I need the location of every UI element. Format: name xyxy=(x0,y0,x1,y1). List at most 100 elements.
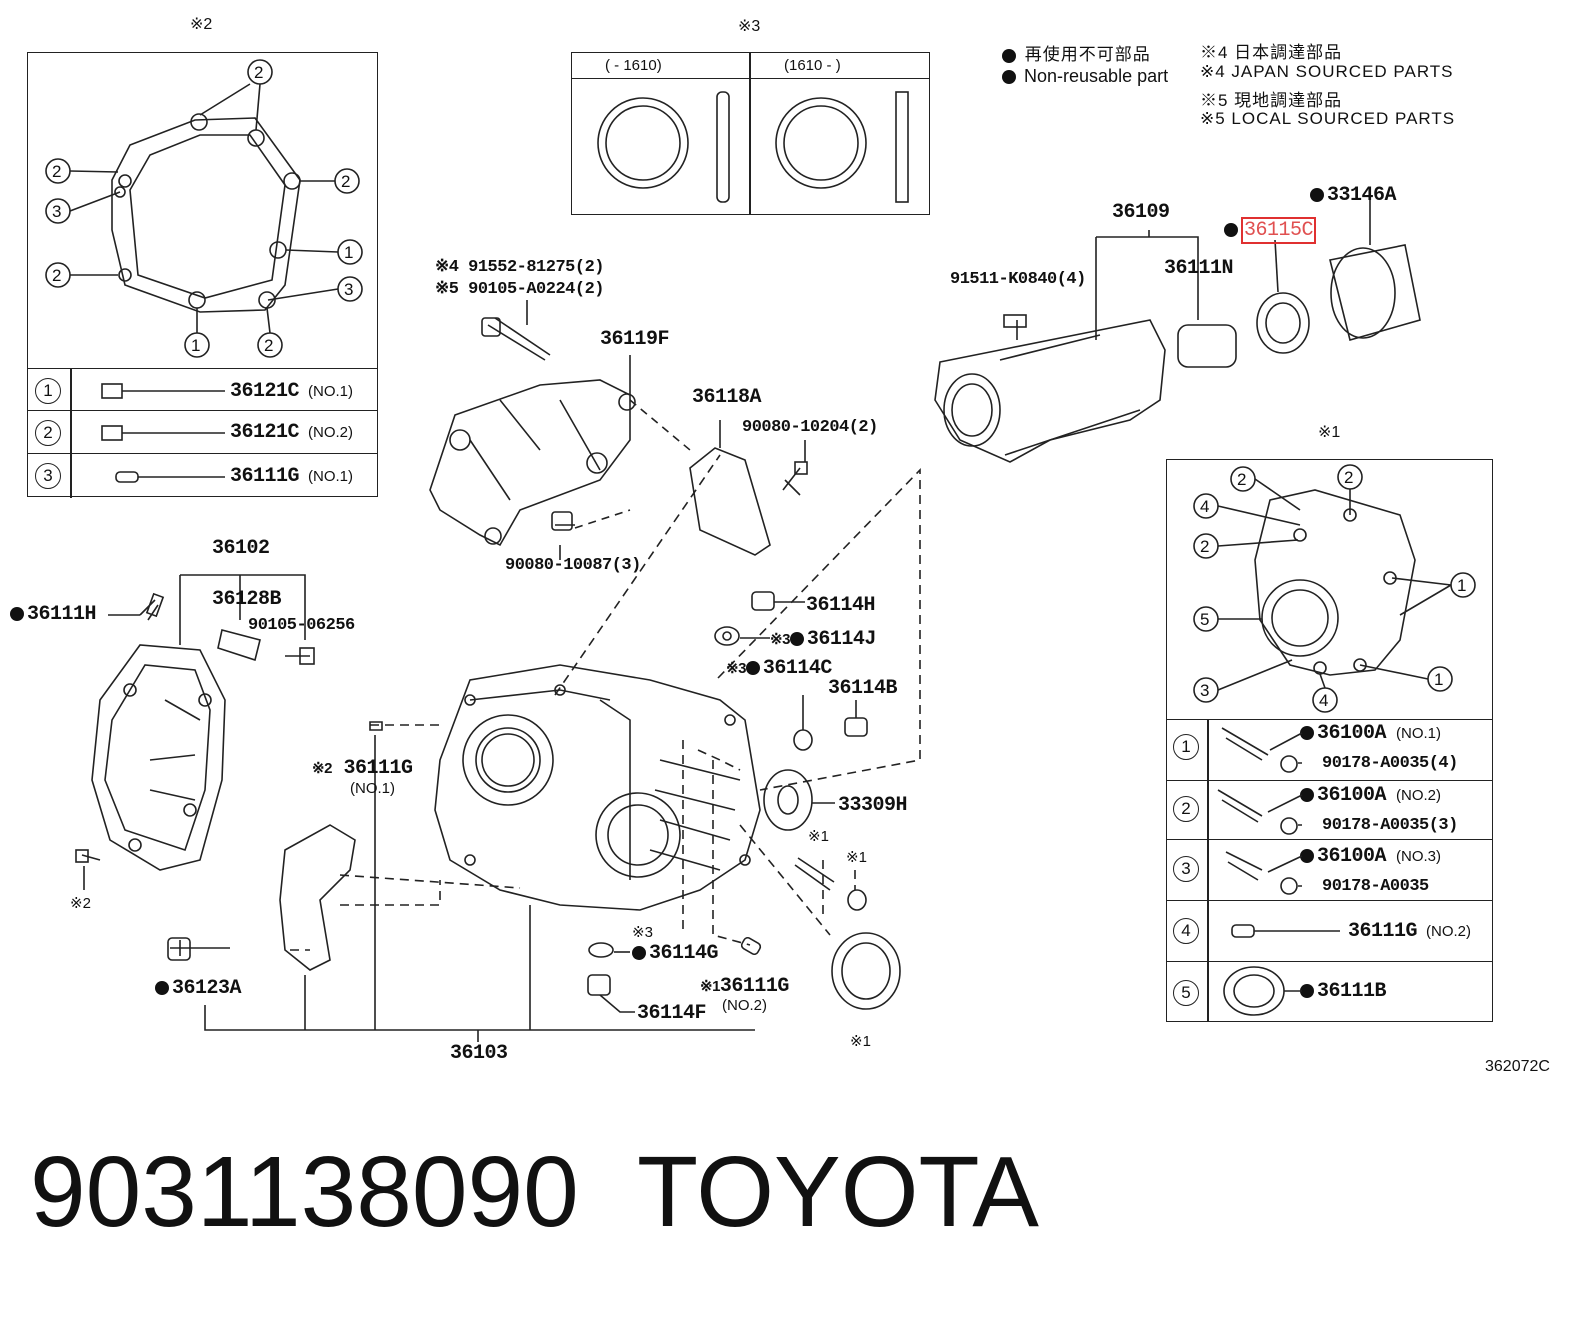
part-label: 90105-06256 xyxy=(248,616,355,635)
table-row xyxy=(1167,839,1492,840)
callout-circle: 1 xyxy=(35,378,61,404)
callout-circle: 5 xyxy=(1173,980,1199,1006)
note-mark: ※2 xyxy=(70,895,91,912)
part-label: 90178-A0035 xyxy=(1322,877,1429,896)
part-note: (NO.1) xyxy=(308,468,353,485)
part-note: (NO.1) xyxy=(1396,725,1441,742)
legend-non-reusable-jp: 再使用不可部品 xyxy=(1002,40,1151,65)
note-mark: ※1 xyxy=(846,849,867,866)
svg-text:2: 2 xyxy=(1237,470,1246,489)
table-row xyxy=(28,368,377,369)
table-divider xyxy=(1207,719,1209,1021)
note-3-header: ※3 xyxy=(738,18,761,35)
svg-text:3: 3 xyxy=(52,202,61,221)
part-label: 36100A xyxy=(1300,722,1387,745)
svg-text:2: 2 xyxy=(52,162,61,181)
part-label: 90080-10204(2) xyxy=(742,418,878,437)
part-label: 36114B xyxy=(828,677,898,700)
table-row xyxy=(572,78,929,79)
note-mark: ※1 xyxy=(850,1033,871,1050)
table-row xyxy=(28,410,377,411)
table-row xyxy=(1167,961,1492,962)
part-label: ※2 36111G xyxy=(312,757,413,780)
part-label: 90178-A0035(3) xyxy=(1322,816,1458,835)
legend-note5-en: ※5 LOCAL SOURCED PARTS xyxy=(1200,109,1456,128)
part-label: 90080-10087(3) xyxy=(505,556,641,575)
part-label: 36121C xyxy=(230,380,300,403)
part-label: 33309H xyxy=(838,794,908,817)
callout-circle: 3 xyxy=(1173,856,1199,882)
part-note: (NO.2) xyxy=(1426,923,1471,940)
part-number-caption: 9031138090 xyxy=(30,1136,579,1248)
part-label-highlighted[interactable]: 36115C xyxy=(1224,217,1317,244)
svg-text:1: 1 xyxy=(1457,576,1466,595)
bullet-icon xyxy=(1002,48,1016,63)
part-label: 36114G xyxy=(632,942,719,965)
part-note: (NO.3) xyxy=(1396,848,1441,865)
svg-text:2: 2 xyxy=(1344,468,1353,487)
part-label: 91511-K0840(4) xyxy=(950,270,1086,289)
part-label: 36123A xyxy=(155,977,242,1000)
brand-caption: TOYOTA xyxy=(637,1136,1039,1248)
part-label: 36111H xyxy=(10,603,97,626)
part-label: 90178-A0035(4) xyxy=(1322,754,1458,773)
legend-note4-en: ※4 JAPAN SOURCED PARTS xyxy=(1200,62,1454,81)
part-label: 36100A xyxy=(1300,845,1387,868)
part-label: 33146A xyxy=(1310,184,1397,207)
part-note: (NO.1) xyxy=(308,383,353,400)
diagram-code: 362072C xyxy=(1485,1058,1550,1075)
svg-text:1: 1 xyxy=(344,243,353,262)
legend-note5-jp: ※5 現地調達部品 xyxy=(1200,91,1343,110)
part-note: (NO.2) xyxy=(722,997,767,1014)
callout-circle: 2 xyxy=(35,420,61,446)
svg-text:2: 2 xyxy=(254,63,263,82)
part-label: 36114F xyxy=(637,1002,707,1025)
part-note: (NO.1) xyxy=(350,780,395,797)
part-note: (NO.2) xyxy=(1396,787,1441,804)
callout-circle: 3 xyxy=(35,463,61,489)
table-row xyxy=(1167,900,1492,901)
svg-text:3: 3 xyxy=(1200,681,1209,700)
part-label: 36111N xyxy=(1164,257,1234,280)
note-mark: ※1 xyxy=(808,828,829,845)
legend-non-reusable-en: Non-reusable part xyxy=(1002,66,1168,87)
legend-note4-jp: ※4 日本調達部品 xyxy=(1200,43,1343,62)
svg-text:5: 5 xyxy=(1200,610,1209,629)
table-row xyxy=(1167,719,1492,720)
svg-text:1: 1 xyxy=(1434,670,1443,689)
callout-circle: 2 xyxy=(1173,796,1199,822)
table-divider xyxy=(749,53,751,214)
part-label: ※136111G xyxy=(700,975,789,998)
variant-label-late: (1610 - ) xyxy=(784,57,841,74)
note-2-header: ※2 xyxy=(190,16,213,33)
table-row xyxy=(28,453,377,454)
note-mark: ※3 xyxy=(632,924,653,941)
table-divider xyxy=(70,368,72,498)
svg-text:4: 4 xyxy=(1200,497,1209,516)
part-label: 36121C xyxy=(230,421,300,444)
svg-text:1: 1 xyxy=(191,336,200,355)
table-row xyxy=(1167,780,1492,781)
part-label: 36109 xyxy=(1112,201,1170,224)
cover-inset-box xyxy=(27,52,378,498)
part-label: 36100A xyxy=(1300,784,1387,807)
svg-text:2: 2 xyxy=(52,266,61,285)
part-label: 36111G xyxy=(230,465,300,488)
part-label: 36103 xyxy=(450,1042,508,1065)
svg-text:2: 2 xyxy=(264,336,273,355)
svg-text:3: 3 xyxy=(344,280,353,299)
part-note: (NO.2) xyxy=(308,424,353,441)
part-label: 36118A xyxy=(692,386,762,409)
part-label: 36119F xyxy=(600,328,670,351)
part-label: ※5 90105-A0224(2) xyxy=(435,280,604,299)
note-1-header: ※1 xyxy=(1318,424,1341,441)
svg-text:2: 2 xyxy=(341,172,350,191)
plate-inset-box xyxy=(1166,459,1493,1022)
callout-circle: 1 xyxy=(1173,734,1199,760)
part-label: 36102 xyxy=(212,537,270,560)
part-label: 36111G xyxy=(1348,920,1418,943)
svg-text:2: 2 xyxy=(1200,537,1209,556)
